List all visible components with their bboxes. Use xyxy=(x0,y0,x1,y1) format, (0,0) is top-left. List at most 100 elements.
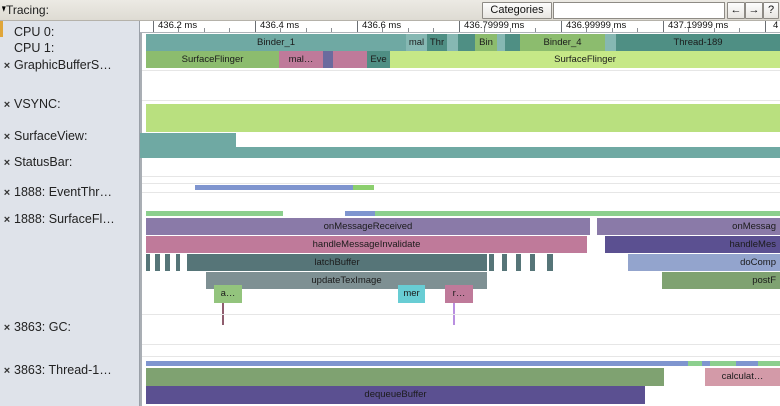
surfaceflinger-slice[interactable] xyxy=(502,254,507,271)
ruler-minor-tick xyxy=(484,28,485,32)
track-label-1[interactable]: CPU 1: xyxy=(0,41,54,55)
thread1-slice[interactable] xyxy=(146,368,664,386)
cpu0-slice[interactable]: Thr xyxy=(427,34,447,51)
ruler-minor-tick xyxy=(586,28,587,32)
ruler-major-tick xyxy=(153,21,154,32)
next-result-button[interactable]: → xyxy=(745,2,763,19)
cpu0-slice[interactable]: Binder_1 xyxy=(146,34,406,51)
track-label-text: CPU 0: xyxy=(14,25,55,39)
cpu1-slice[interactable] xyxy=(333,51,367,68)
ruler-major-tick xyxy=(765,21,766,32)
cpu0-slice[interactable] xyxy=(458,34,475,51)
cpu0-slice[interactable]: Binder_4 xyxy=(520,34,605,51)
track-divider xyxy=(142,314,780,315)
track-label-7[interactable]: ×1888: SurfaceFl… xyxy=(0,212,115,226)
track-label-5[interactable]: ×StatusBar: xyxy=(0,155,73,169)
surfaceflinger-slice[interactable]: onMessageReceived xyxy=(146,218,590,235)
search-input[interactable] xyxy=(553,2,725,19)
help-button[interactable]: ? xyxy=(763,2,779,19)
surfaceflinger-marker[interactable]: mer xyxy=(398,285,425,303)
surfaceflinger-slice[interactable]: handleMessageInvalidate xyxy=(146,236,587,253)
cpu1-slice[interactable]: mal… xyxy=(279,51,323,68)
surfaceflinger-slice[interactable] xyxy=(165,254,170,271)
selection-accent-bar xyxy=(0,21,3,37)
ruler-minor-tick xyxy=(229,28,230,32)
cpu1-slice[interactable]: SurfaceFlinger xyxy=(390,51,780,68)
cpu0-slice[interactable]: Thread-189 xyxy=(616,34,780,51)
surfaceflinger-marker[interactable]: a… xyxy=(214,285,242,303)
ruler-minor-tick xyxy=(535,28,536,32)
track-label-text: StatusBar: xyxy=(14,155,73,169)
close-track-icon[interactable]: × xyxy=(3,322,11,334)
surfaceflinger-slice[interactable]: handleMes xyxy=(605,236,780,253)
surfaceflinger-slice[interactable] xyxy=(176,254,180,271)
thread1-cpu-strip[interactable] xyxy=(146,361,688,366)
thread1-cpu-strip[interactable] xyxy=(702,361,710,366)
surfaceflinger-cpu-strip[interactable] xyxy=(345,211,375,216)
track-label-text: SurfaceView: xyxy=(14,129,88,143)
cpu1-slice[interactable]: Eve xyxy=(367,51,390,68)
cpu1-slice[interactable] xyxy=(323,51,333,68)
surfaceflinger-slice[interactable] xyxy=(155,254,160,271)
surfaceflinger-slice[interactable]: postF xyxy=(662,272,780,289)
close-track-icon[interactable]: × xyxy=(3,99,11,111)
surfaceflinger-cpu-strip[interactable] xyxy=(146,211,283,216)
surfaceflinger-slice[interactable] xyxy=(146,254,150,271)
surfaceflinger-slice[interactable] xyxy=(489,254,494,271)
surfaceflinger-marker[interactable]: r… xyxy=(445,285,473,303)
surfaceview-slice[interactable] xyxy=(140,147,780,158)
close-track-icon[interactable]: × xyxy=(3,157,11,169)
cpu0-slice[interactable] xyxy=(605,34,616,51)
track-label-0[interactable]: CPU 0: xyxy=(0,25,54,39)
categories-button[interactable]: Categories xyxy=(482,2,552,19)
track-label-6[interactable]: ×1888: EventThr… xyxy=(0,185,112,199)
ruler-tick-label: 436.2 ms xyxy=(158,21,198,31)
thread1-slice[interactable]: calculat… xyxy=(705,368,780,386)
surfaceflinger-slice[interactable]: doComp xyxy=(628,254,780,271)
track-label-3[interactable]: ×VSYNC: xyxy=(0,97,61,111)
thread1-cpu-strip[interactable] xyxy=(736,361,758,366)
thread1-slice[interactable]: dequeueBuffer xyxy=(146,386,645,404)
close-track-icon[interactable]: × xyxy=(3,131,11,143)
close-track-icon[interactable]: × xyxy=(3,187,11,199)
track-label-8[interactable]: ×3863: GC: xyxy=(0,320,71,334)
ruler-minor-tick xyxy=(612,28,613,32)
eventthread-slice[interactable] xyxy=(195,185,353,190)
close-track-icon[interactable]: × xyxy=(3,214,11,226)
track-label-text: VSYNC: xyxy=(14,97,61,111)
thread1-cpu-strip[interactable] xyxy=(758,361,780,366)
thread1-cpu-strip[interactable] xyxy=(688,361,702,366)
triangle-collapse-icon[interactable]: ▾ xyxy=(1,3,6,15)
surfaceflinger-slice[interactable]: onMessag xyxy=(597,218,780,235)
track-divider xyxy=(142,192,780,193)
surfaceview-slice[interactable] xyxy=(140,133,236,147)
track-label-4[interactable]: ×SurfaceView: xyxy=(0,129,88,143)
surfaceflinger-cpu-strip[interactable] xyxy=(375,211,780,216)
track-divider xyxy=(142,70,780,71)
track-divider xyxy=(142,183,780,184)
vsync-slice[interactable] xyxy=(146,104,780,132)
track-label-2[interactable]: ×GraphicBufferS… xyxy=(0,58,112,72)
cpu0-slice[interactable]: mal xyxy=(406,34,427,51)
previous-result-button[interactable]: ← xyxy=(727,2,745,19)
surfaceflinger-slice[interactable]: updateTexImage xyxy=(206,272,487,289)
cpu1-slice[interactable]: SurfaceFlinger xyxy=(146,51,279,68)
cpu0-slice[interactable] xyxy=(447,34,458,51)
thread1-cpu-strip[interactable] xyxy=(710,361,736,366)
track-label-text: GraphicBufferS… xyxy=(14,58,112,72)
ruler-minor-tick xyxy=(637,28,638,32)
eventthread-slice[interactable] xyxy=(353,185,374,190)
close-track-icon[interactable]: × xyxy=(3,60,11,72)
track-label-9[interactable]: ×3863: Thread-1… xyxy=(0,363,112,377)
cpu0-slice[interactable] xyxy=(497,34,505,51)
surfaceflinger-slice[interactable] xyxy=(547,254,553,271)
surfaceflinger-slice[interactable]: latchBuffer xyxy=(187,254,487,271)
cpu0-slice[interactable] xyxy=(505,34,520,51)
surfaceflinger-slice[interactable] xyxy=(530,254,535,271)
surfaceflinger-slice[interactable] xyxy=(516,254,521,271)
close-track-icon[interactable]: × xyxy=(3,365,11,377)
cpu0-slice[interactable]: Bin xyxy=(475,34,497,51)
ruler-tick-label: 436.6 ms xyxy=(362,21,402,31)
